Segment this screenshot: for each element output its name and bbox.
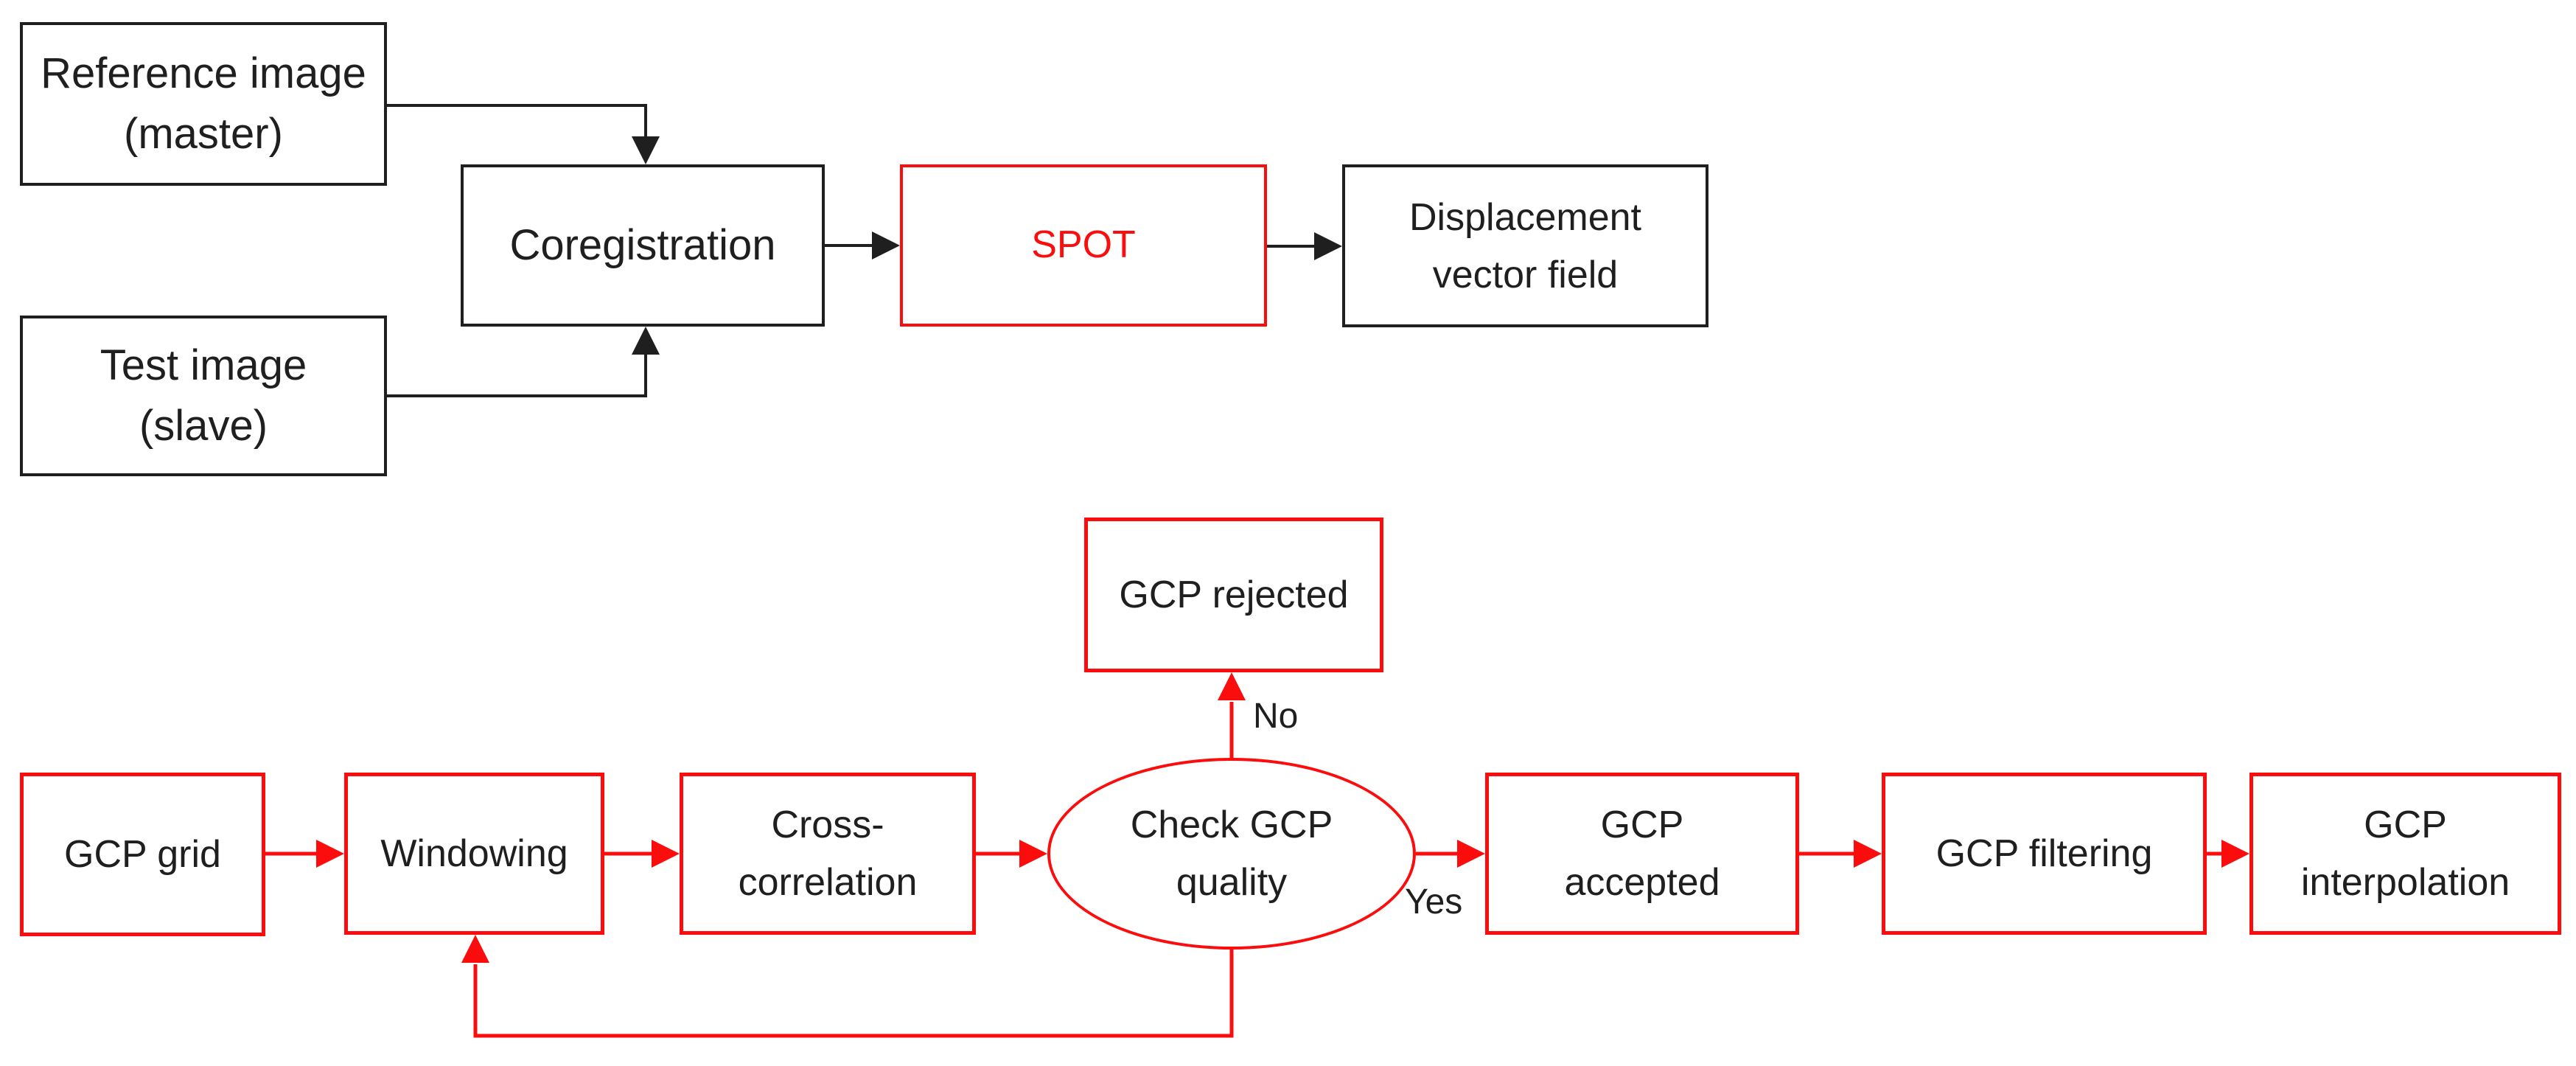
node-coregistration: Coregistration [461, 164, 825, 327]
node-label: Reference image [41, 49, 366, 97]
node-label: accepted [1564, 861, 1720, 904]
node-label: Test image [100, 341, 307, 389]
node-gcp-grid: GCP grid [20, 773, 265, 936]
arrowhead-windowing-to-crosscorrelation [652, 840, 680, 868]
node-label: GCP filtering [1936, 832, 2153, 875]
node-test-image: Test image (slave) [20, 316, 387, 476]
node-label: correlation [738, 861, 918, 904]
node-label: Coregistration [509, 220, 776, 269]
arrowhead-filtering-to-interpolation [2221, 840, 2249, 868]
edge-check-feedback-to-windowing [473, 950, 1234, 1038]
node-label: interpolation [2300, 861, 2510, 904]
node-cross-correlation: Cross- correlation [680, 773, 976, 935]
edge-label-yes: Yes [1405, 882, 1463, 922]
node-label: Windowing [380, 832, 568, 875]
edge-label-no: No [1253, 697, 1299, 736]
edge-reference-to-coregistration [387, 104, 647, 138]
node-label: GCP grid [64, 833, 221, 876]
node-gcp-accepted: GCP accepted [1485, 773, 1799, 935]
node-spot: SPOT [900, 164, 1267, 327]
node-label: Cross- [771, 804, 884, 846]
arrowhead-check-to-rejected [1218, 672, 1246, 700]
arrowhead-feedback-to-windowing [461, 935, 489, 963]
node-label: GCP [2364, 804, 2447, 846]
arrowhead-crosscorrelation-to-check [1019, 840, 1047, 868]
node-gcp-interpolation: GCP interpolation [2249, 773, 2561, 935]
arrowhead-coregistration-to-spot [872, 231, 900, 259]
arrowhead-accepted-to-filtering [1854, 840, 1882, 868]
node-reference-image: Reference image (master) [20, 22, 387, 186]
node-label: vector field [1432, 253, 1619, 296]
arrowhead-reference-to-coregistration [632, 136, 660, 164]
node-windowing: Windowing [344, 773, 604, 935]
node-label: Displacement [1409, 195, 1642, 239]
node-gcp-rejected: GCP rejected [1084, 518, 1383, 672]
arrowhead-check-to-accepted [1457, 840, 1485, 868]
node-label: (slave) [139, 402, 268, 450]
node-label: Check GCP [1130, 804, 1333, 846]
node-label: SPOT [1031, 223, 1136, 267]
node-label: quality [1176, 861, 1288, 904]
node-displacement-vector-field: Displacement vector field [1342, 164, 1708, 327]
node-gcp-filtering: GCP filtering [1882, 773, 2207, 935]
edge-test-to-coregistration [387, 353, 647, 397]
node-label: (master) [124, 110, 283, 158]
arrowhead-spot-to-displacement [1314, 232, 1342, 260]
node-label: GCP [1600, 804, 1684, 846]
node-label: GCP rejected [1119, 574, 1349, 616]
arrowhead-test-to-coregistration [632, 327, 660, 355]
node-check-gcp-quality-decision: Check GCP quality [1047, 758, 1416, 950]
arrowhead-gcpgrid-to-windowing [316, 840, 344, 868]
